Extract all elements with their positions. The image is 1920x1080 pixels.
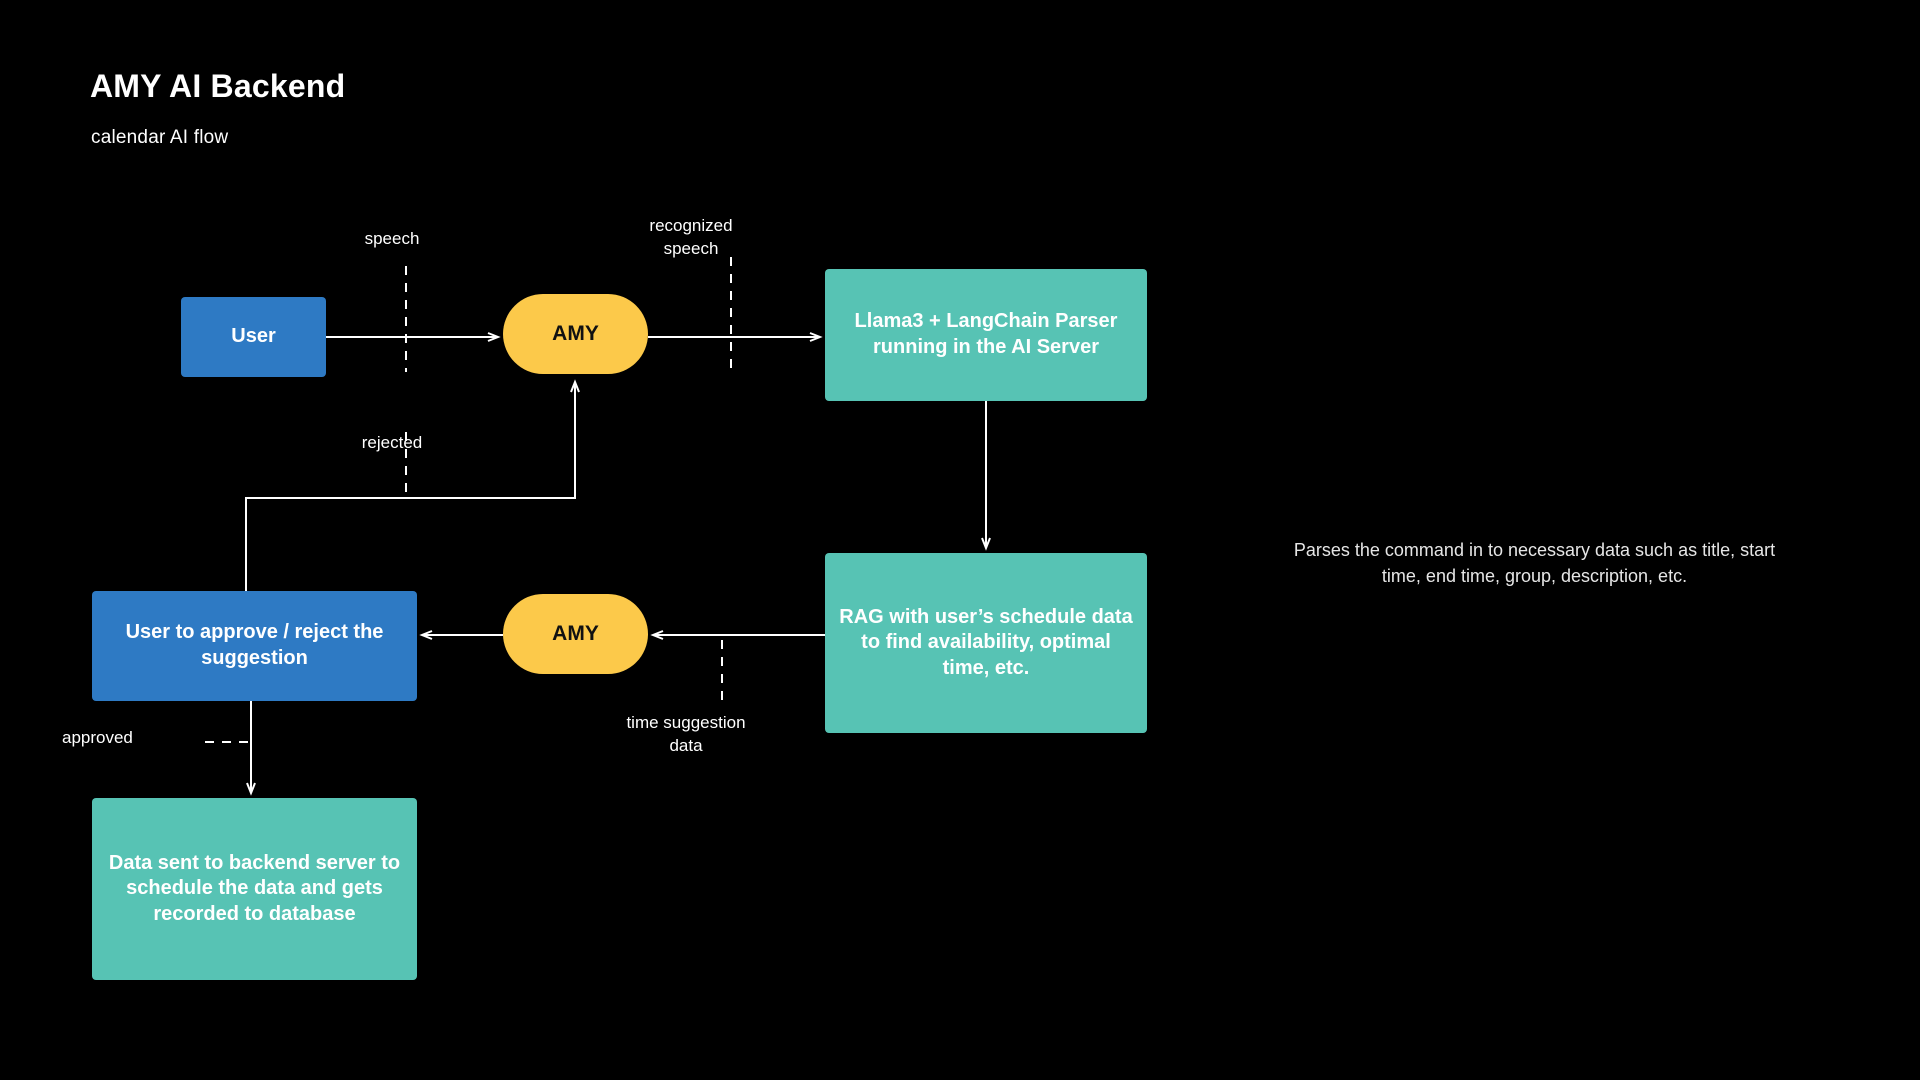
node-user-approve-reject[interactable]: User to approve / reject the suggestion bbox=[92, 591, 417, 701]
edge-label-speech: speech bbox=[364, 229, 420, 248]
edge-label-recognized-speech: recognized speech bbox=[649, 216, 733, 258]
annotation-parser-note: Parses the command in to necessary data … bbox=[1293, 540, 1776, 586]
node-llama-langchain-parser[interactable]: Llama3 + LangChain Parser running in the… bbox=[825, 269, 1147, 401]
node-rag[interactable]: RAG with user’s schedule data to find av… bbox=[825, 553, 1147, 733]
edge-label-rejected: rejected bbox=[361, 433, 423, 452]
edge-approve-to-amy-rejected bbox=[245, 379, 580, 591]
page-subtitle: calendar AI flow bbox=[91, 127, 229, 148]
node-amy-bottom[interactable]: AMY bbox=[503, 594, 648, 674]
page-title: AMY AI Backend bbox=[90, 68, 346, 104]
node-amy-top[interactable]: AMY bbox=[503, 294, 648, 374]
edge-label-time-suggestion-data: time suggestion data bbox=[626, 713, 746, 755]
edge-label-approved: approved bbox=[62, 728, 133, 747]
node-user[interactable]: User bbox=[181, 297, 326, 377]
node-backend-server[interactable]: Data sent to backend server to schedule … bbox=[92, 798, 417, 980]
